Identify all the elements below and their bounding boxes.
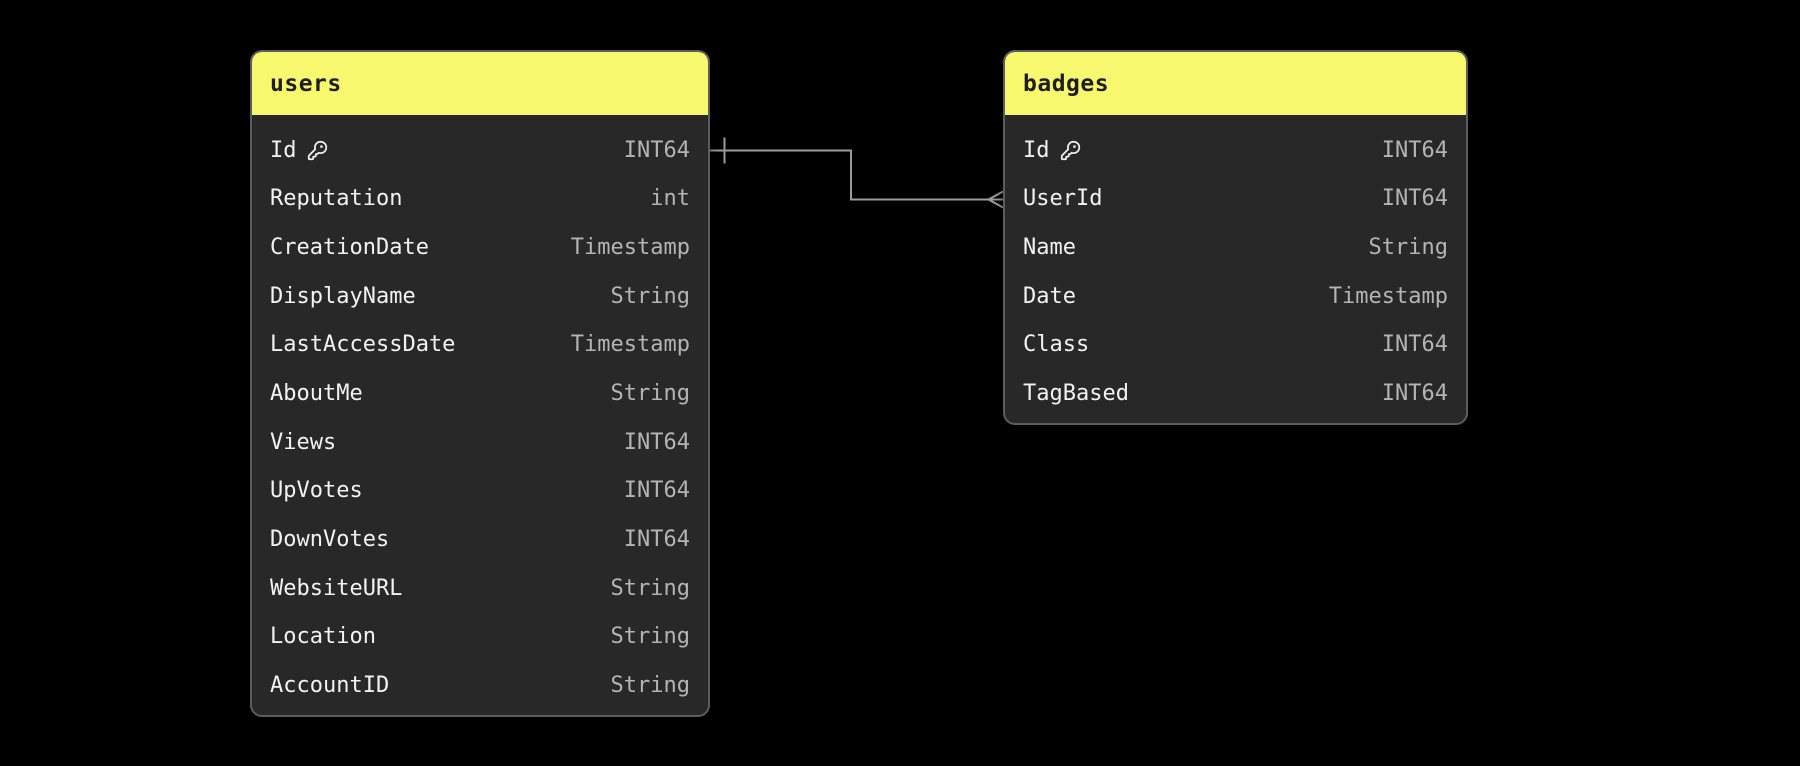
field-row[interactable]: DisplayName String xyxy=(252,272,708,321)
field-type: INT64 xyxy=(1381,186,1448,212)
table-title: badges xyxy=(1023,70,1110,97)
field-row[interactable]: CreationDate Timestamp xyxy=(252,223,708,272)
table-users[interactable]: users Id INT64 Reputation int CreationDa… xyxy=(250,50,710,717)
field-type: INT64 xyxy=(1381,332,1448,358)
field-row[interactable]: Location String xyxy=(252,612,708,661)
field-type: Timestamp xyxy=(570,235,690,261)
field-name: AboutMe xyxy=(270,381,363,407)
field-name: WebsiteURL xyxy=(270,575,403,601)
table-users-fields: Id INT64 Reputation int CreationDate Tim… xyxy=(252,115,708,715)
field-row[interactable]: Views INT64 xyxy=(252,418,708,467)
field-name: Id xyxy=(270,137,297,163)
field-row[interactable]: WebsiteURL String xyxy=(252,564,708,613)
field-type: String xyxy=(610,672,690,698)
field-type: INT64 xyxy=(1381,381,1448,407)
field-name: DisplayName xyxy=(270,283,416,309)
field-type: INT64 xyxy=(623,478,690,504)
field-type: String xyxy=(610,575,690,601)
field-row[interactable]: Class INT64 xyxy=(1005,321,1466,370)
field-name: Name xyxy=(1023,235,1076,261)
table-badges[interactable]: badges Id INT64 UserId INT64 Name String… xyxy=(1003,50,1468,425)
field-type: INT64 xyxy=(1381,137,1448,163)
relationship-line[interactable] xyxy=(710,149,1003,201)
field-name: Views xyxy=(270,429,337,455)
field-type: INT64 xyxy=(623,526,690,552)
field-row[interactable]: UserId INT64 xyxy=(1005,175,1466,224)
field-name: DownVotes xyxy=(270,526,390,552)
field-type: Timestamp xyxy=(570,332,690,358)
field-type: String xyxy=(610,381,690,407)
field-name: AccountID xyxy=(270,672,390,698)
field-row[interactable]: DownVotes INT64 xyxy=(252,515,708,564)
field-type: INT64 xyxy=(623,137,690,163)
field-name: LastAccessDate xyxy=(270,332,456,358)
field-name: UpVotes xyxy=(270,478,363,504)
field-row[interactable]: TagBased INT64 xyxy=(1005,369,1466,418)
field-type: int xyxy=(650,186,690,212)
field-row[interactable]: Name String xyxy=(1005,223,1466,272)
primary-key-icon xyxy=(307,140,328,161)
field-row[interactable]: Id INT64 xyxy=(1005,126,1466,175)
table-users-header[interactable]: users xyxy=(252,52,708,115)
table-badges-header[interactable]: badges xyxy=(1005,52,1466,115)
table-badges-fields: Id INT64 UserId INT64 Name String Date T… xyxy=(1005,115,1466,423)
field-name: Id xyxy=(1023,137,1050,163)
field-name: CreationDate xyxy=(270,235,429,261)
field-name: UserId xyxy=(1023,186,1103,212)
field-name: Reputation xyxy=(270,186,403,212)
field-row[interactable]: Date Timestamp xyxy=(1005,272,1466,321)
field-row[interactable]: UpVotes INT64 xyxy=(252,466,708,515)
many-cardinality-crowfoot xyxy=(986,190,1004,209)
field-type: String xyxy=(610,283,690,309)
field-name: Class xyxy=(1023,332,1090,358)
field-name: Location xyxy=(270,624,376,650)
field-name: Date xyxy=(1023,283,1076,309)
field-type: String xyxy=(610,624,690,650)
field-row[interactable]: Id INT64 xyxy=(252,126,708,175)
field-type: INT64 xyxy=(623,429,690,455)
field-row[interactable]: AboutMe String xyxy=(252,369,708,418)
field-row[interactable]: LastAccessDate Timestamp xyxy=(252,321,708,370)
field-row[interactable]: Reputation int xyxy=(252,175,708,224)
field-name: TagBased xyxy=(1023,381,1129,407)
primary-key-icon xyxy=(1060,140,1081,161)
field-type: Timestamp xyxy=(1328,283,1448,309)
table-title: users xyxy=(270,70,342,97)
field-row[interactable]: AccountID String xyxy=(252,661,708,710)
field-type: String xyxy=(1368,235,1448,261)
